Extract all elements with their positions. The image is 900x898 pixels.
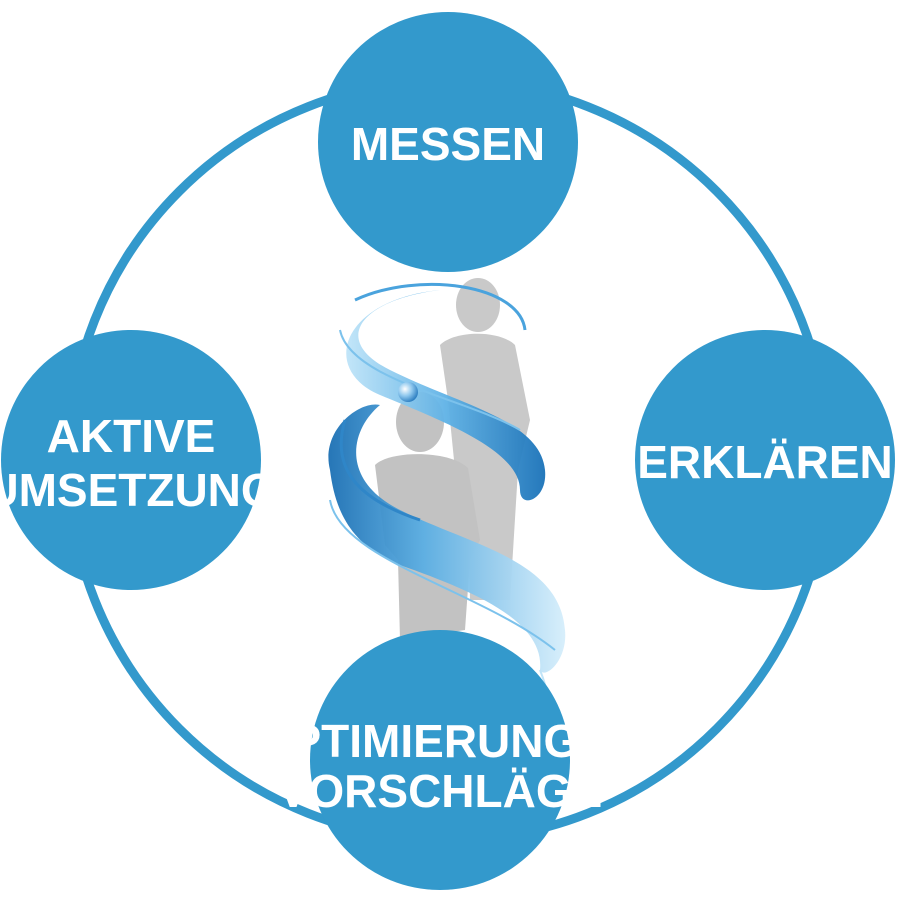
node-optimierungsvorschlaege-label-line1: OPTIMIERUNGS- — [255, 715, 626, 767]
sphere-accent — [398, 382, 418, 402]
node-aktive-umsetzung: AKTIVE UMSETZUNG — [0, 330, 277, 590]
node-erklaeren: ERKLÄREN — [635, 330, 895, 590]
node-erklaeren-label: ERKLÄREN — [637, 436, 893, 488]
center-graphic — [328, 278, 566, 831]
node-optimierungsvorschlaege: OPTIMIERUNGS- VORSCHLÄGE — [255, 630, 626, 890]
node-aktive-umsetzung-label-line2: UMSETZUNG — [0, 464, 277, 516]
node-messen-label: MESSEN — [351, 118, 545, 170]
node-messen: MESSEN — [318, 12, 578, 272]
person-silhouette-back — [440, 278, 530, 600]
node-aktive-umsetzung-label-line1: AKTIVE — [47, 410, 216, 462]
node-optimierungsvorschlaege-label-line2: VORSCHLÄGE — [278, 765, 603, 817]
